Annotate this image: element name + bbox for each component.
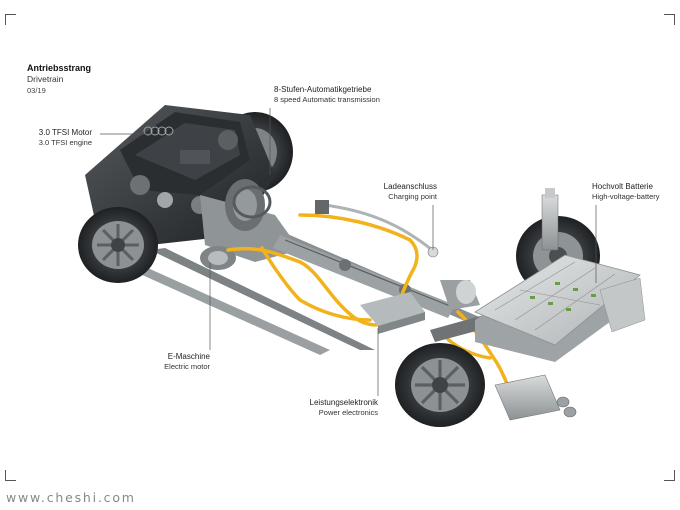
- steering-wheel: [232, 185, 272, 219]
- label-transmission-de: 8-Stufen-Automatikgetriebe: [274, 85, 372, 94]
- label-charging-point: Ladeanschluss Charging point: [384, 182, 437, 202]
- high-voltage-battery-pack: [474, 254, 646, 362]
- label-engine: 3.0 TFSI Motor 3.0 TFSI engine: [39, 128, 92, 148]
- label-engine-en: 3.0 TFSI engine: [38, 138, 92, 147]
- label-battery: Hochvolt Batterie High-voltage-battery: [592, 182, 660, 202]
- page-number: 03/19: [27, 86, 46, 95]
- frame-corner-top-right: [664, 14, 675, 25]
- electric-motor: [200, 246, 236, 270]
- label-power-electronics: Leistungselektronik Power electronics: [310, 398, 378, 418]
- label-electric-motor: E-Maschine Electric motor: [164, 352, 210, 372]
- label-transmission-en: 8 speed Automatic transmission: [274, 95, 380, 104]
- exhaust-muffler: [494, 374, 577, 421]
- label-charging-point-de: Ladeanschluss: [383, 182, 437, 191]
- rear-shock-absorber: [541, 188, 559, 251]
- rear-left-wheel: [395, 343, 485, 427]
- label-engine-de: 3.0 TFSI Motor: [38, 128, 92, 137]
- label-battery-de: Hochvolt Batterie: [592, 182, 653, 191]
- label-battery-en: High-voltage-battery: [592, 192, 660, 201]
- power-electronics-unit: [360, 292, 425, 334]
- high-voltage-cables: [226, 213, 512, 392]
- label-electric-motor-de: E-Maschine: [167, 352, 210, 361]
- label-transmission: 8-Stufen-Automatikgetriebe 8 speed Autom…: [274, 85, 380, 105]
- frame-corner-bottom-right: [664, 470, 675, 481]
- label-electric-motor-en: Electric motor: [164, 362, 210, 371]
- charging-port: [315, 200, 439, 258]
- label-power-electronics-en: Power electronics: [318, 408, 378, 417]
- watermark: www.cheshi.com: [6, 490, 136, 505]
- label-charging-point-en: Charging point: [388, 192, 437, 201]
- diagram-title: Antriebsstrang: [27, 63, 92, 73]
- leader-lines: [100, 108, 597, 396]
- frame-corner-bottom-left: [5, 470, 16, 481]
- front-left-wheel: [78, 207, 158, 283]
- label-power-electronics-de: Leistungselektronik: [309, 398, 378, 407]
- frame-corner-top-left: [5, 14, 16, 25]
- diagram-subtitle: Drivetrain: [27, 74, 64, 84]
